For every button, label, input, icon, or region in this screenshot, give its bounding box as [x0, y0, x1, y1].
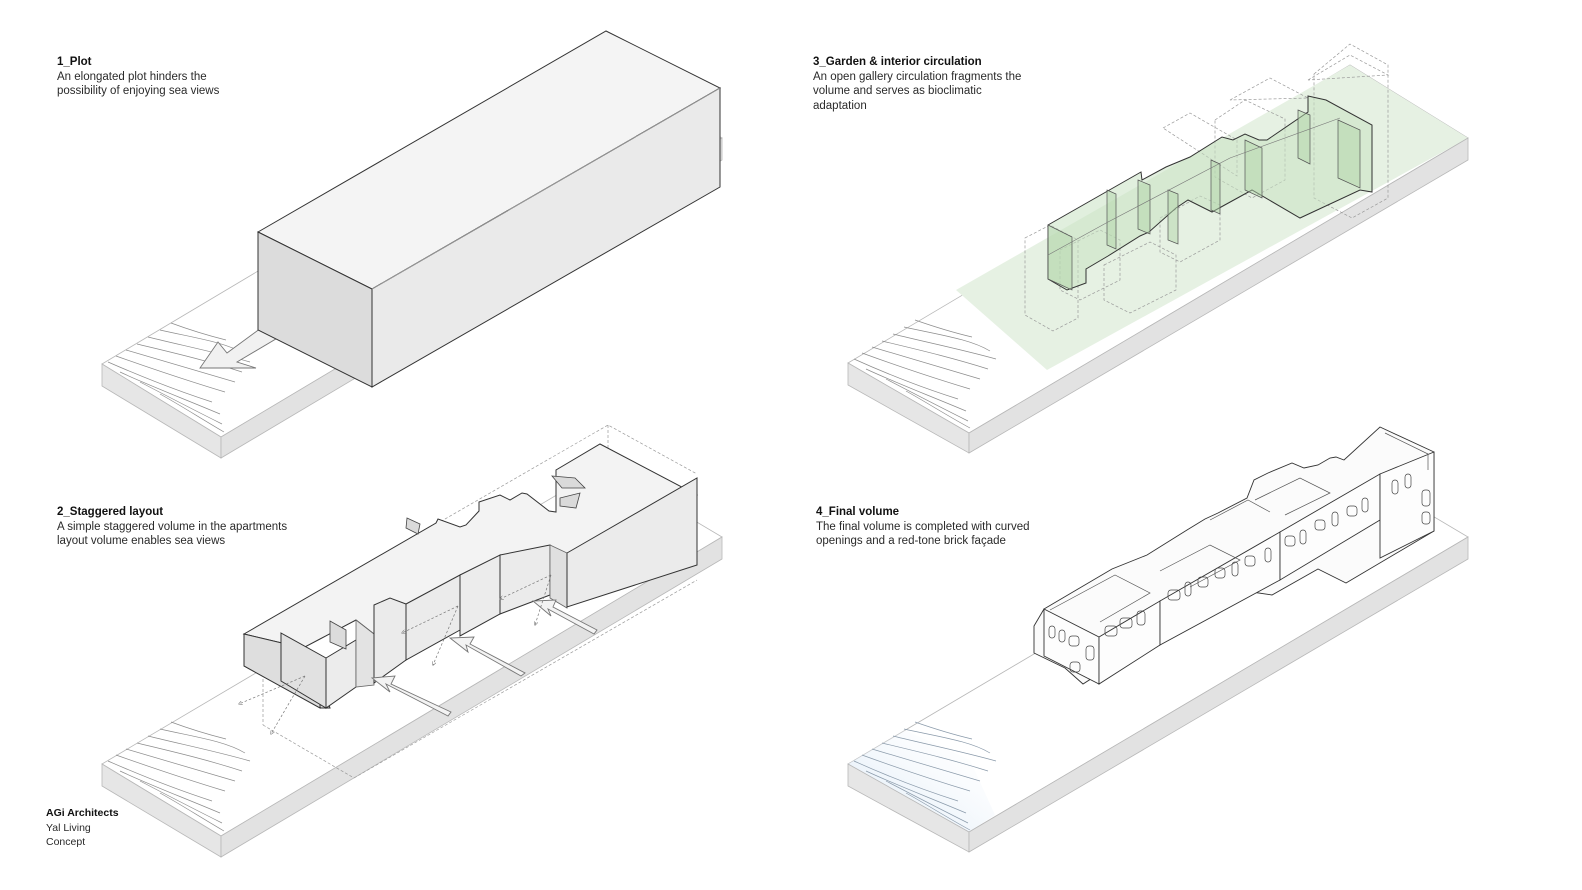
panel-title: 4_Final volume [816, 506, 900, 518]
panel-title: 3_Garden & interior circulation [813, 56, 982, 68]
caption-staggered: 2_Staggered layout A simple staggered vo… [57, 505, 287, 549]
wind-arrow-icon [372, 676, 451, 716]
slab-side [969, 138, 1468, 453]
panel-description: A simple staggered volume in the apartme… [57, 520, 288, 548]
panel-title: 2_Staggered layout [57, 506, 164, 518]
sea-contours [854, 722, 996, 830]
architect-name: AGi Architects [46, 807, 119, 819]
sea-contours [854, 320, 996, 428]
wind-arrow-icon [533, 600, 597, 634]
caption-plot: 1_Plot An elongated plot hinders the pos… [57, 55, 219, 99]
block-volume [258, 31, 720, 387]
circulation-outline [1048, 96, 1372, 290]
panel-plot [102, 31, 722, 458]
slab-side [969, 537, 1468, 852]
project-stage: Concept [46, 836, 86, 848]
credits-block: AGi Architects Yal Living Concept [46, 806, 119, 850]
caption-garden: 3_Garden & interior circulation An open … [813, 55, 1021, 113]
panel-description: An elongated plot hinders the possibilit… [57, 70, 220, 98]
view-arrows [239, 575, 551, 734]
wind-arrows [372, 600, 597, 716]
sea-contours [108, 722, 250, 831]
panel-final [848, 427, 1468, 852]
curved-openings [1049, 474, 1430, 672]
caption-final: 4_Final volume The final volume is compl… [816, 505, 1030, 549]
circulation-volume [1048, 96, 1372, 290]
panel-description: The final volume is completed with curve… [816, 520, 1030, 548]
garden-area [956, 65, 1468, 370]
project-name: Yal Living [46, 821, 91, 834]
panel-description: An open gallery circulation fragments th… [813, 70, 1022, 112]
panel-garden [848, 44, 1468, 453]
sea-area [848, 730, 995, 832]
slab-side [221, 537, 722, 857]
staggered-volume [244, 444, 697, 708]
final-building [1034, 427, 1434, 684]
panel-staggered [102, 425, 722, 857]
panel-title: 1_Plot [57, 56, 92, 68]
wind-arrow-icon [450, 637, 525, 676]
site-slab [848, 65, 1468, 453]
